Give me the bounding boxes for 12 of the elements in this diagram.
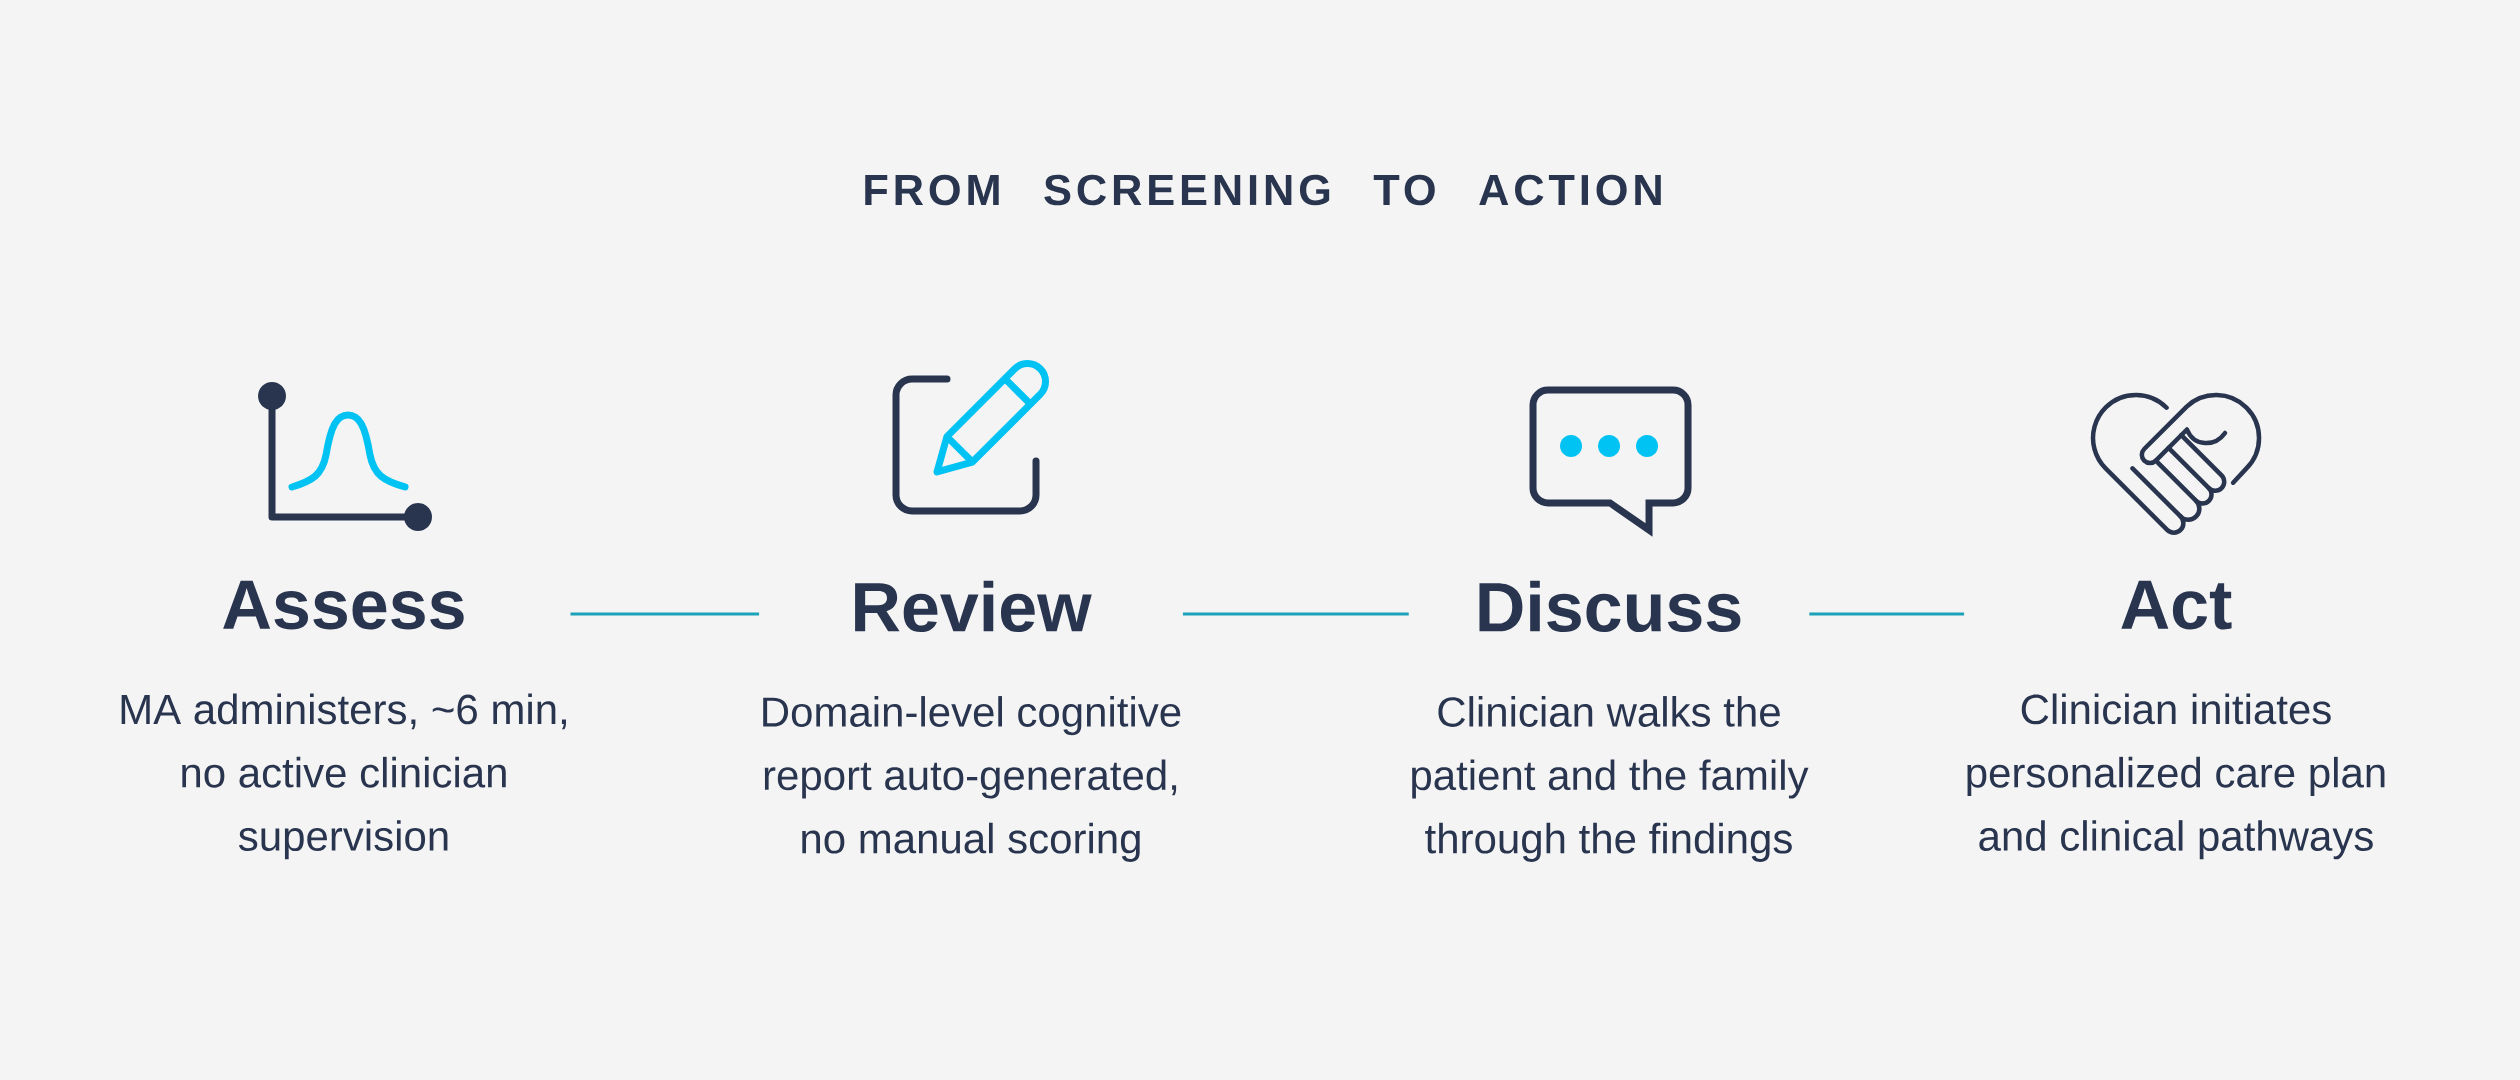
step-heading: Assess (223, 580, 464, 630)
step-description: Domain-level cognitive report auto-generated, no manual scoring (763, 696, 1181, 862)
connector-line (1182, 612, 1409, 616)
connector-line (1809, 612, 1965, 616)
step-description: Clinician walks the patient and the family through the findings (1412, 696, 1809, 862)
step-heading: Discuss (1479, 580, 1741, 633)
step-description: Clinician initiates personalized care plan and clinical pathways (1967, 693, 2385, 860)
connector-line (570, 612, 760, 616)
step-heading: Act (2121, 580, 2232, 630)
step-heading: Review (855, 580, 1092, 633)
title: FROM SCREENING TO ACTION (865, 174, 1661, 206)
step-description: MA administers, ~6 min, no active clinician supervision (121, 693, 566, 860)
